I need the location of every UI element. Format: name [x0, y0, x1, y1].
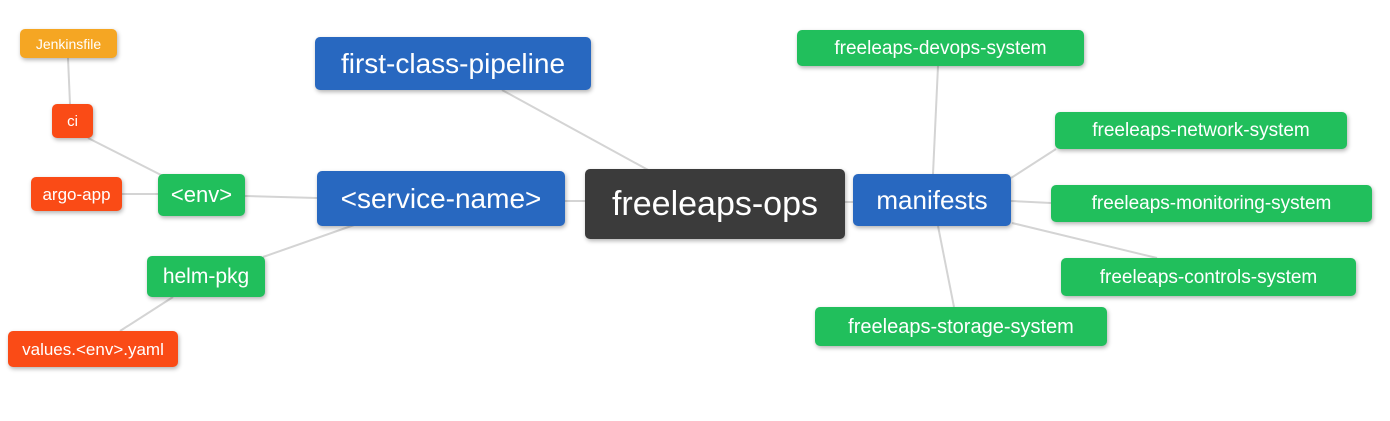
node-ci[interactable]: ci — [52, 104, 93, 138]
node-freeleaps-monitoring-system[interactable]: freeleaps-monitoring-system — [1051, 185, 1372, 222]
edge-manifests-to-freeleaps-monitoring-system — [1010, 200, 1052, 204]
edge-manifests-to-freeleaps-devops-system — [932, 65, 939, 175]
node-manifests[interactable]: manifests — [853, 174, 1011, 226]
node-helm-pkg[interactable]: helm-pkg — [147, 256, 265, 297]
edge-manifests-to-freeleaps-controls-system — [1011, 222, 1158, 259]
edge-manifests-to-freeleaps-storage-system — [937, 225, 955, 308]
edge-ci-to-env — [87, 137, 164, 177]
edge-env-to-service-name — [244, 195, 318, 199]
node-jenkinsfile[interactable]: Jenkinsfile — [20, 29, 117, 58]
node-env[interactable]: <env> — [158, 174, 245, 216]
node-freeleaps-controls-system[interactable]: freeleaps-controls-system — [1061, 258, 1356, 296]
node-freeleaps-storage-system[interactable]: freeleaps-storage-system — [815, 307, 1107, 346]
node-freeleaps-network-system[interactable]: freeleaps-network-system — [1055, 112, 1347, 149]
edge-helm-pkg-to-service-name — [262, 223, 358, 258]
edge-jenkinsfile-to-ci — [67, 57, 71, 105]
edge-values-env-yaml-to-helm-pkg — [119, 296, 174, 332]
node-freeleaps-ops[interactable]: freeleaps-ops — [585, 169, 845, 239]
node-freeleaps-devops-system[interactable]: freeleaps-devops-system — [797, 30, 1084, 66]
node-service-name[interactable]: <service-name> — [317, 171, 565, 226]
edge-first-class-pipeline-to-freeleaps-ops — [501, 89, 651, 172]
edge-manifests-to-freeleaps-network-system — [1010, 148, 1057, 179]
node-values-env-yaml[interactable]: values.<env>.yaml — [8, 331, 178, 367]
node-argo-app[interactable]: argo-app — [31, 177, 122, 211]
node-first-class-pipeline[interactable]: first-class-pipeline — [315, 37, 591, 90]
